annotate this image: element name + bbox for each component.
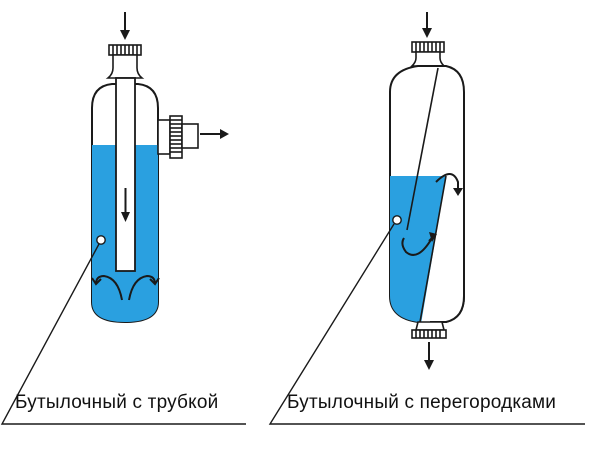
callout-leaders (0, 223, 585, 425)
top-nut (410, 41, 446, 67)
callout-marker (392, 215, 402, 225)
bottle-trap-with-partitions (389, 12, 465, 370)
top-nut (105, 44, 145, 79)
flow-arrows-icon (401, 173, 463, 256)
outlet-arrow-icon (200, 129, 229, 139)
bottle-trap-with-tube (91, 12, 229, 324)
caption-partition-trap: Бутылочный с перегородками (287, 392, 557, 413)
callout-marker (96, 235, 106, 245)
flow-down-arrow-icon (121, 188, 130, 222)
partition (406, 67, 439, 231)
partition-lower (419, 175, 447, 323)
leader-right (268, 223, 585, 425)
leader-left (0, 243, 246, 425)
caption-tube-trap: Бутылочный с трубкой (15, 392, 219, 413)
side-outlet (157, 115, 199, 159)
outlet-arrow-icon (424, 342, 434, 370)
inlet-arrow-icon (120, 12, 130, 40)
flow-arrows-icon (91, 274, 160, 301)
inlet-arrow-icon (422, 12, 432, 38)
bottom-nut (411, 321, 447, 339)
inner-tube (115, 77, 136, 272)
